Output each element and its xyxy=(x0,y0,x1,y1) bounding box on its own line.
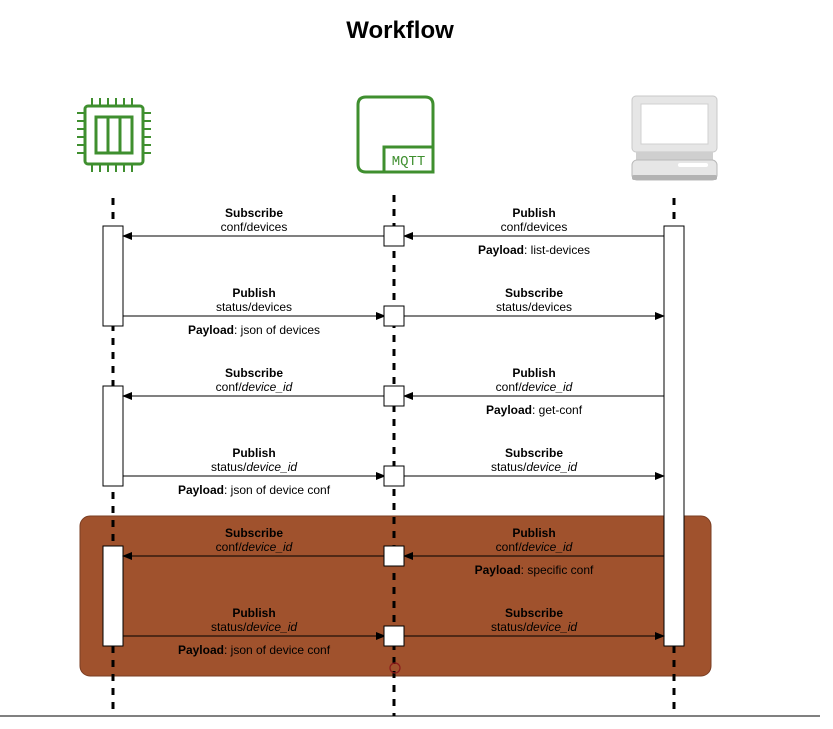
message-topic: conf/device_id xyxy=(496,540,573,554)
topic-variable: device_id xyxy=(242,380,293,394)
payload-note: Payload: get-conf xyxy=(486,403,583,417)
topic-prefix: conf/ xyxy=(216,380,243,394)
payload-label: Payload xyxy=(475,563,521,577)
broker-box xyxy=(383,545,405,567)
desktop-computer-icon xyxy=(631,95,718,181)
broker-box xyxy=(383,225,405,247)
message-action: Subscribe xyxy=(225,206,283,220)
message-action: Subscribe xyxy=(225,366,283,380)
message-action: Publish xyxy=(512,526,555,540)
payload-note: Payload: list-devices xyxy=(478,243,590,257)
payload-note: Payload: json of device conf xyxy=(178,643,331,657)
payload-note: Payload: json of devices xyxy=(188,323,320,337)
highlight-region xyxy=(79,515,712,677)
topic-variable: device_id xyxy=(522,380,573,394)
topic-prefix: conf/ xyxy=(216,540,243,554)
message-action: Publish xyxy=(232,446,275,460)
message-topic: status/device_id xyxy=(211,460,297,474)
topic-variable: device_id xyxy=(246,620,297,634)
broker-box xyxy=(383,465,405,487)
message-topic: conf/devices xyxy=(221,220,288,234)
topic-prefix: status/ xyxy=(211,620,247,634)
message-action: Publish xyxy=(512,206,555,220)
payload-text: : json of devices xyxy=(234,323,320,337)
message-topic: status/device_id xyxy=(491,620,577,634)
topic-prefix: conf/ xyxy=(496,540,523,554)
payload-text: : get-conf xyxy=(532,403,583,417)
activation-bar-device-2 xyxy=(102,385,124,487)
broker-end-marker xyxy=(389,662,401,674)
message-action: Subscribe xyxy=(505,446,563,460)
message-action: Publish xyxy=(512,366,555,380)
topic-prefix: conf/devices xyxy=(501,220,568,234)
payload-label: Payload xyxy=(178,643,224,657)
message-action: Publish xyxy=(232,286,275,300)
broker-box xyxy=(383,625,405,647)
topic-variable: device_id xyxy=(526,460,577,474)
payload-text: : json of device conf xyxy=(224,483,331,497)
message-action: Subscribe xyxy=(225,526,283,540)
message-topic: status/device_id xyxy=(211,620,297,634)
message-topic: status/devices xyxy=(216,300,292,314)
message-topic: conf/device_id xyxy=(216,380,293,394)
topic-prefix: status/ xyxy=(211,460,247,474)
topic-prefix: conf/ xyxy=(496,380,523,394)
topic-prefix: status/ xyxy=(491,620,527,634)
activation-bar-device-3 xyxy=(102,545,124,647)
payload-text: : json of device conf xyxy=(224,643,331,657)
message-topic: conf/device_id xyxy=(216,540,293,554)
topic-variable: device_id xyxy=(242,540,293,554)
topic-prefix: conf/devices xyxy=(221,220,288,234)
diagram-title: Workflow xyxy=(346,17,454,44)
topic-variable: device_id xyxy=(522,540,573,554)
message-topic: status/device_id xyxy=(491,460,577,474)
message-action: Subscribe xyxy=(505,606,563,620)
payload-text: : specific conf xyxy=(521,563,594,577)
topic-variable: device_id xyxy=(246,460,297,474)
topic-variable: device_id xyxy=(526,620,577,634)
payload-text: : list-devices xyxy=(524,243,590,257)
topic-prefix: status/devices xyxy=(496,300,572,314)
message-topic: status/devices xyxy=(496,300,572,314)
payload-label: Payload xyxy=(486,403,532,417)
message-action: Subscribe xyxy=(505,286,563,300)
message-topic: conf/device_id xyxy=(496,380,573,394)
broker-box xyxy=(383,305,405,327)
topic-prefix: status/ xyxy=(491,460,527,474)
processor-chip-icon xyxy=(77,98,151,172)
payload-label: Payload xyxy=(478,243,524,257)
message-action: Publish xyxy=(232,606,275,620)
topic-prefix: status/devices xyxy=(216,300,292,314)
payload-label: Payload xyxy=(188,323,234,337)
activation-bar-device-1 xyxy=(102,225,124,327)
activation-bar-client xyxy=(663,225,685,647)
payload-label: Payload xyxy=(178,483,224,497)
broker-box xyxy=(383,385,405,407)
mqtt-label: MQTT xyxy=(392,154,426,170)
message-topic: conf/devices xyxy=(501,220,568,234)
mqtt-broker-icon: MQTT xyxy=(356,95,435,174)
payload-note: Payload: json of device conf xyxy=(178,483,331,497)
payload-note: Payload: specific conf xyxy=(475,563,594,577)
